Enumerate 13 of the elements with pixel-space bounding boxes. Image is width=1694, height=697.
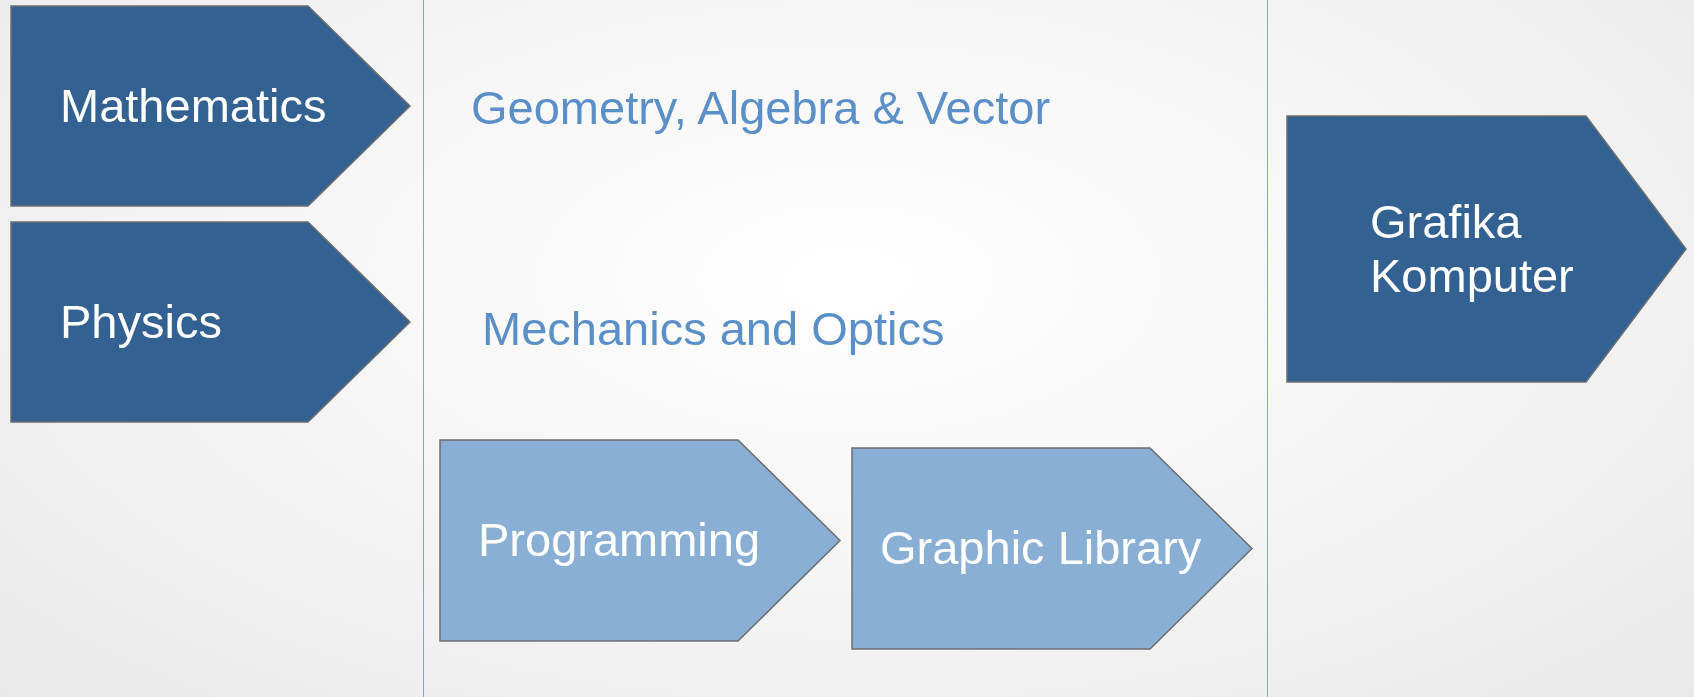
node-label: Grafika Komputer	[1370, 194, 1575, 304]
topic-label: Mechanics and Optics	[482, 301, 945, 356]
node-label: Graphic Library	[880, 521, 1202, 576]
pentagon-shape	[11, 222, 410, 422]
pentagon-shape	[440, 440, 840, 641]
pentagon-shape	[11, 6, 410, 206]
pentagon-shape	[852, 448, 1252, 649]
node-label: Physics	[60, 294, 222, 349]
node-label: Programming	[478, 513, 761, 568]
node-label: Mathematics	[60, 78, 327, 133]
topic-label: Geometry, Algebra & Vector	[471, 80, 1051, 135]
column-panel	[423, 0, 1268, 697]
pentagon-shape	[1287, 116, 1686, 382]
